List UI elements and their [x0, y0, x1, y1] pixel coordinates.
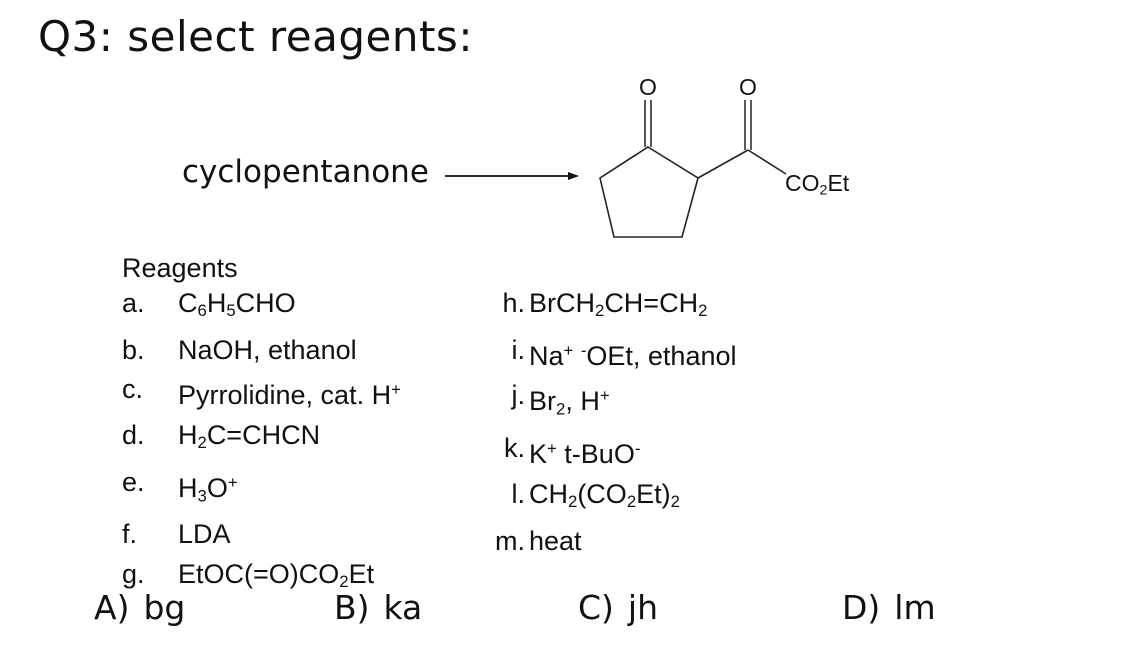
- ester-group-label: CO2Et: [785, 170, 850, 199]
- reagent-f: f.LDA: [122, 519, 231, 550]
- choice-a[interactable]: A)bg: [94, 588, 186, 627]
- reagent-d: d.H2C=CHCN: [122, 419, 321, 453]
- reagent-b: b.NaOH, ethanol: [122, 334, 357, 365]
- reaction-arrow-icon: [445, 172, 579, 180]
- reagent-a: a.C6H5CHO: [122, 288, 296, 321]
- reagent-e: e.H3O+: [122, 466, 238, 505]
- reagent-l: l.CH2(CO2Et)2: [511, 478, 680, 512]
- choice-b[interactable]: B)ka: [334, 588, 423, 627]
- choice-d[interactable]: D)lm: [842, 588, 936, 627]
- reagent-g: g.EtOC(=O)CO2Et: [122, 558, 375, 592]
- starting-material-label: cyclopentanone: [182, 154, 429, 190]
- reagent-k: k.K+ t-BuO-: [503, 433, 641, 470]
- choice-c[interactable]: C)jh: [578, 588, 659, 627]
- reagents-heading: Reagents: [122, 253, 238, 283]
- cyclopentane-ring: [599, 146, 699, 238]
- reagent-j: j.Br2, H+: [511, 380, 610, 419]
- reagent-h: h.BrCH2CH=CH2: [502, 288, 708, 321]
- reagents-right-column: h.BrCH2CH=CH2 i.Na+ -OEt, ethanol j.Br2,…: [458, 284, 737, 561]
- oxygen-label-2: O: [739, 74, 757, 100]
- product-structure: O O: [599, 74, 787, 238]
- reagent-i: i.Na+ -OEt, ethanol: [511, 334, 737, 371]
- oxygen-label-1: O: [639, 74, 657, 100]
- reagent-c: c.Pyrrolidine, cat. H+: [122, 374, 401, 411]
- reagent-m: m.heat: [495, 525, 582, 556]
- reagents-left-column: a.C6H5CHO b.NaOH, ethanol c.Pyrrolidine,…: [122, 284, 401, 602]
- question-title: Q3: select reagents:: [38, 12, 473, 61]
